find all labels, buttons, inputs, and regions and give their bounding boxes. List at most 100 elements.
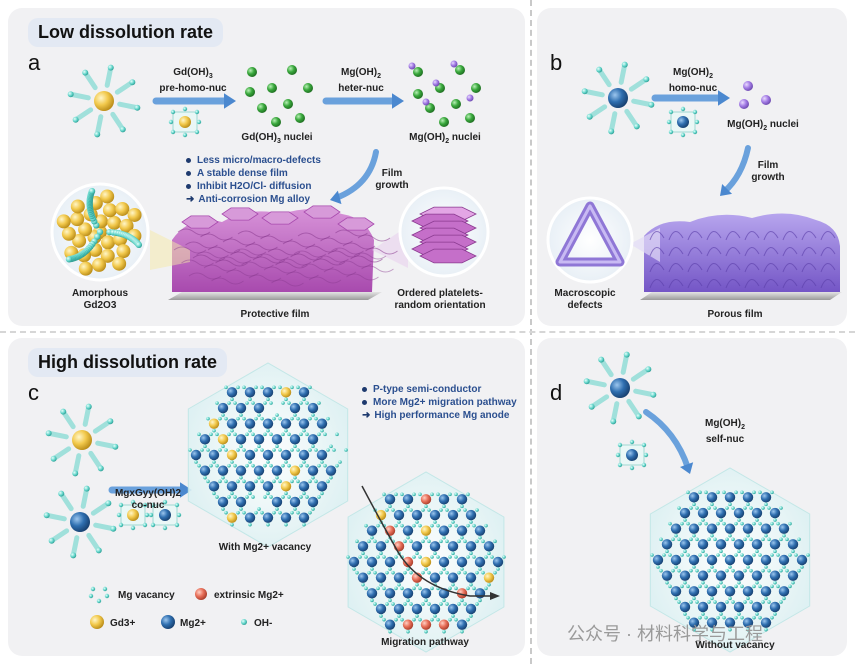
oh-ion bbox=[668, 553, 672, 557]
mg-nuclei-label: Mg(OH)2 nuclei bbox=[400, 132, 490, 148]
oh-ion bbox=[484, 523, 488, 528]
oh-ion bbox=[645, 366, 652, 373]
oh-ion bbox=[454, 492, 458, 497]
oh-ion bbox=[433, 551, 437, 556]
platelet-stroke bbox=[312, 258, 346, 266]
central-ion bbox=[94, 91, 114, 111]
oh-ion bbox=[463, 602, 467, 606]
oh-ion bbox=[107, 64, 114, 71]
oh-ion bbox=[764, 596, 768, 601]
oh-ion bbox=[248, 397, 252, 402]
oh-ion bbox=[430, 617, 434, 622]
oh-ion bbox=[394, 492, 398, 497]
solvation-wisp bbox=[626, 398, 642, 419]
oh-ion bbox=[668, 129, 674, 135]
platelet-stroke bbox=[275, 261, 308, 269]
porous-flake-stroke bbox=[725, 247, 741, 257]
oh-ion bbox=[806, 553, 810, 557]
oh-ion bbox=[770, 615, 774, 620]
protective-film-label: Protective film bbox=[240, 309, 310, 320]
oh-ion bbox=[689, 506, 693, 510]
oh-ion bbox=[194, 129, 200, 135]
oh-ion bbox=[752, 490, 756, 495]
oh-ion bbox=[278, 479, 282, 484]
mg-ion bbox=[411, 509, 423, 521]
unit-center-ion bbox=[127, 509, 139, 521]
oh-ion bbox=[266, 491, 270, 496]
platelet-stroke bbox=[203, 264, 237, 272]
arrow-co-nuc-head bbox=[180, 482, 192, 498]
oh-ion bbox=[686, 521, 690, 526]
extrinsic-mg-ion bbox=[402, 556, 414, 568]
gd-ion bbox=[102, 203, 117, 218]
oh-ion bbox=[764, 502, 768, 507]
oh-ion bbox=[230, 397, 234, 402]
oh-ion bbox=[731, 506, 735, 510]
mg-ion bbox=[760, 523, 772, 534]
oh-ion bbox=[275, 413, 279, 417]
oh-ion bbox=[743, 537, 747, 542]
oh-ion bbox=[200, 448, 204, 452]
oh-ion bbox=[254, 416, 258, 421]
oh-ion bbox=[233, 432, 237, 437]
oh-ion bbox=[296, 448, 300, 452]
mg-ion bbox=[751, 539, 763, 550]
oh-ion bbox=[761, 537, 765, 542]
oh-ion bbox=[725, 600, 729, 604]
oh-ion bbox=[144, 512, 150, 518]
oh-ion bbox=[707, 537, 711, 542]
oh-ion bbox=[430, 492, 434, 497]
oh-ion bbox=[710, 596, 714, 601]
mg-ion bbox=[262, 481, 274, 492]
mg-ion bbox=[253, 402, 265, 414]
oh-ion bbox=[418, 555, 422, 559]
oh-ion bbox=[713, 537, 717, 542]
oh-ion bbox=[743, 568, 747, 573]
oh-ion bbox=[239, 475, 243, 480]
porous-flake-stroke bbox=[820, 263, 836, 273]
oh-ion bbox=[713, 600, 717, 604]
gd-unit-cell-c bbox=[116, 499, 150, 531]
oh-ion bbox=[233, 463, 237, 468]
solvation-wisp bbox=[58, 491, 74, 512]
oh-ion bbox=[686, 584, 690, 589]
oh-ion bbox=[412, 523, 416, 528]
oh-ion bbox=[385, 508, 389, 512]
oh-ion bbox=[403, 602, 407, 606]
oh-ion bbox=[460, 504, 464, 509]
oh-ion bbox=[734, 553, 738, 557]
mg-hydroxide-nucleus bbox=[432, 79, 440, 87]
oh-ion bbox=[418, 586, 422, 591]
oh-ion bbox=[740, 521, 744, 526]
oh-ion bbox=[692, 129, 698, 135]
oh-ion bbox=[621, 61, 628, 68]
migration-lattice bbox=[346, 471, 506, 653]
oh-ion bbox=[206, 416, 210, 421]
mg-hydroxide-nucleus bbox=[450, 60, 458, 68]
oh-ion bbox=[308, 510, 312, 515]
panel-c-header: High dissolution rate bbox=[28, 348, 228, 377]
gd-ion bbox=[72, 233, 87, 248]
porous-flake-stroke bbox=[725, 279, 741, 289]
oh-ion bbox=[263, 495, 267, 499]
oh-ion bbox=[725, 537, 729, 542]
gd-hydroxide-nucleus bbox=[413, 67, 423, 77]
mg-ion bbox=[235, 434, 247, 445]
oh-ion bbox=[749, 506, 753, 510]
oh-ion bbox=[415, 582, 419, 587]
oh-ion bbox=[734, 521, 738, 526]
oh-ion bbox=[311, 444, 315, 449]
oh-ion bbox=[332, 448, 336, 452]
mg-ion bbox=[393, 509, 405, 521]
bullet-text: More Mg2+ migration pathway bbox=[373, 397, 517, 408]
mg-ion bbox=[465, 541, 477, 552]
oh-ion bbox=[290, 385, 294, 390]
oh-ion bbox=[397, 582, 401, 587]
mg-nuclei-label-suffix: nuclei bbox=[449, 132, 481, 143]
oh-ion bbox=[740, 490, 744, 495]
oh-ion bbox=[94, 233, 101, 240]
mg-ion bbox=[697, 570, 709, 581]
oh-ion bbox=[457, 508, 461, 512]
oh-ion bbox=[406, 598, 410, 603]
platelet-stroke bbox=[350, 255, 383, 263]
